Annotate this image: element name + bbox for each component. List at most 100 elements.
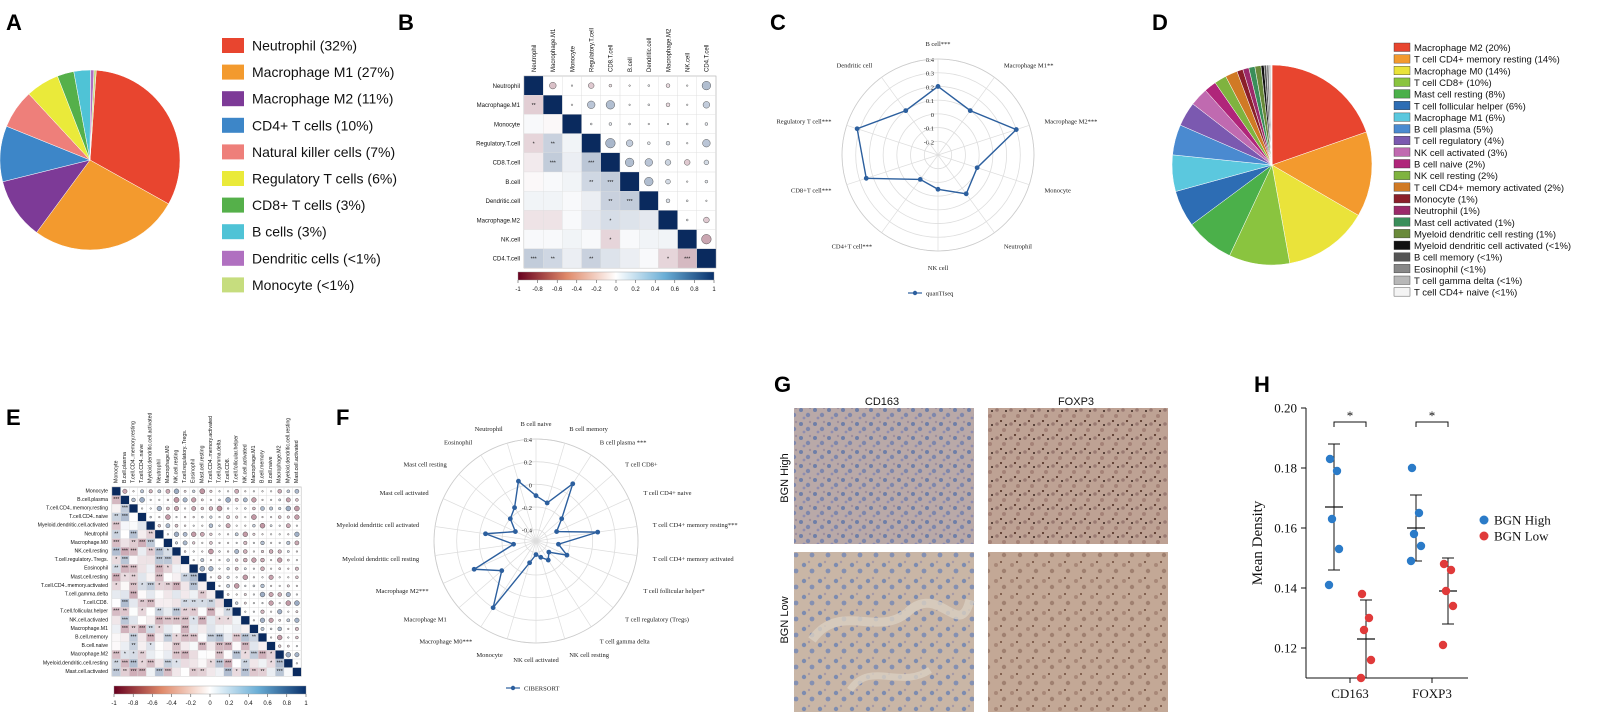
significance-stars: *** [182, 652, 188, 658]
diagonal-cell [562, 114, 582, 134]
row-label: CD4.T.cell [493, 257, 520, 263]
lower-cell [581, 229, 601, 249]
lower-cell [223, 659, 233, 668]
lower-cell [137, 607, 147, 616]
radar-axis-label: Regulatory T cell*** [776, 118, 831, 125]
data-point [1356, 673, 1366, 683]
correlation-circle [243, 567, 247, 571]
correlation-circle [286, 489, 291, 494]
significance-stars: *** [156, 557, 162, 563]
row-label: Mast.cell.activated [65, 669, 108, 675]
lower-cell [206, 624, 216, 634]
correlation-circle [270, 516, 273, 519]
significance-stars: *** [122, 549, 128, 555]
lower-cell [129, 564, 138, 573]
colorbar-tick-label: 0.2 [225, 701, 234, 707]
lower-cell [155, 667, 164, 677]
radar-axis-label: Myeloid dendritic cell resting [342, 556, 420, 563]
correlation-circle [208, 566, 214, 572]
lower-cell [129, 641, 138, 651]
panel-a-legend: Neutrophil (32%)Macrophage M1 (27%)Macro… [222, 38, 397, 293]
column-label: B.cell [628, 57, 634, 72]
lower-cell [163, 650, 173, 659]
correlation-circle [175, 516, 178, 519]
data-point [1334, 544, 1344, 554]
correlation-circle [605, 100, 615, 110]
diagonal-cell [677, 229, 697, 249]
lower-cell [129, 633, 138, 642]
correlation-circle [235, 541, 238, 544]
significance-stars: * [141, 660, 143, 666]
radar-axis-label: T cell CD8+ [625, 462, 658, 469]
legend-swatch [1393, 147, 1411, 157]
radar-tick-label: 0.1 [926, 98, 934, 105]
correlation-circle [644, 158, 653, 167]
lower-cell [172, 633, 181, 642]
significance-stars: *** [191, 583, 197, 589]
panel-label-a: A [6, 10, 22, 35]
lower-cell [232, 624, 241, 634]
panel-label-d: D [1152, 10, 1168, 35]
lower-cell [223, 667, 233, 677]
lower-cell [562, 191, 582, 211]
legend-swatch [222, 144, 244, 160]
correlation-circle [227, 507, 230, 510]
lower-cell [180, 659, 190, 668]
colorbar-tick-label: 0 [208, 701, 212, 707]
correlation-circle [242, 531, 248, 537]
significance-stars: *** [234, 652, 240, 658]
radar-axis-label: Macrophage M1 [404, 616, 447, 623]
significance-stars: *** [182, 635, 188, 641]
lower-cell [120, 659, 130, 668]
correlation-circle [286, 584, 290, 588]
lower-cell [146, 530, 155, 539]
lower-cell [120, 607, 130, 616]
lower-cell [189, 650, 198, 659]
data-point [1406, 556, 1416, 566]
legend-label: Neutrophil (32%) [252, 38, 357, 54]
correlation-circle [268, 549, 274, 554]
correlation-circle [122, 488, 128, 494]
significance-stars: *** [156, 574, 162, 580]
correlation-circle [277, 489, 282, 494]
significance-stars: ** [131, 643, 135, 649]
correlation-circle [243, 601, 247, 605]
significance-stars: *** [199, 617, 205, 623]
significance-stars: * [201, 600, 203, 606]
legend-label: CD8+ T cells (3%) [252, 197, 365, 213]
lower-cell [155, 650, 164, 659]
significance-stars: * [193, 617, 195, 623]
lower-cell [524, 172, 544, 192]
data-point [1438, 640, 1448, 650]
radar-point [556, 541, 561, 547]
correlation-circle [686, 180, 689, 183]
lower-cell [155, 581, 164, 591]
lower-cell [112, 581, 121, 591]
significance-stars: *** [130, 583, 136, 589]
legend-swatch [1393, 182, 1411, 192]
radar-axis-label: NK cell [928, 265, 949, 272]
correlation-circle [208, 548, 214, 555]
correlation-circle [226, 575, 230, 579]
row-label: Monocyte [494, 122, 521, 128]
correlation-circle [184, 507, 187, 510]
correlation-circle [199, 488, 206, 495]
correlation-circle [259, 617, 266, 623]
correlation-circle [647, 141, 651, 145]
significance-stars: *** [122, 506, 128, 512]
legend-label: Myeloid dendritic cell resting (1%) [1414, 229, 1556, 240]
row-label: T.cell.CD8. [83, 600, 108, 606]
lower-cell [232, 667, 241, 677]
lower-cell [249, 633, 259, 642]
legend-label: T cell CD4+ naive (<1%) [1414, 288, 1517, 299]
lower-cell [206, 607, 216, 616]
lower-cell [206, 590, 216, 599]
lower-cell [112, 530, 121, 539]
correlation-circle [270, 541, 273, 544]
lower-cell [562, 210, 582, 230]
lower-cell [232, 633, 241, 642]
correlation-circle [243, 549, 248, 554]
lower-cell [112, 633, 121, 642]
correlation-circle [270, 636, 273, 639]
significance-stars: *** [113, 669, 119, 675]
